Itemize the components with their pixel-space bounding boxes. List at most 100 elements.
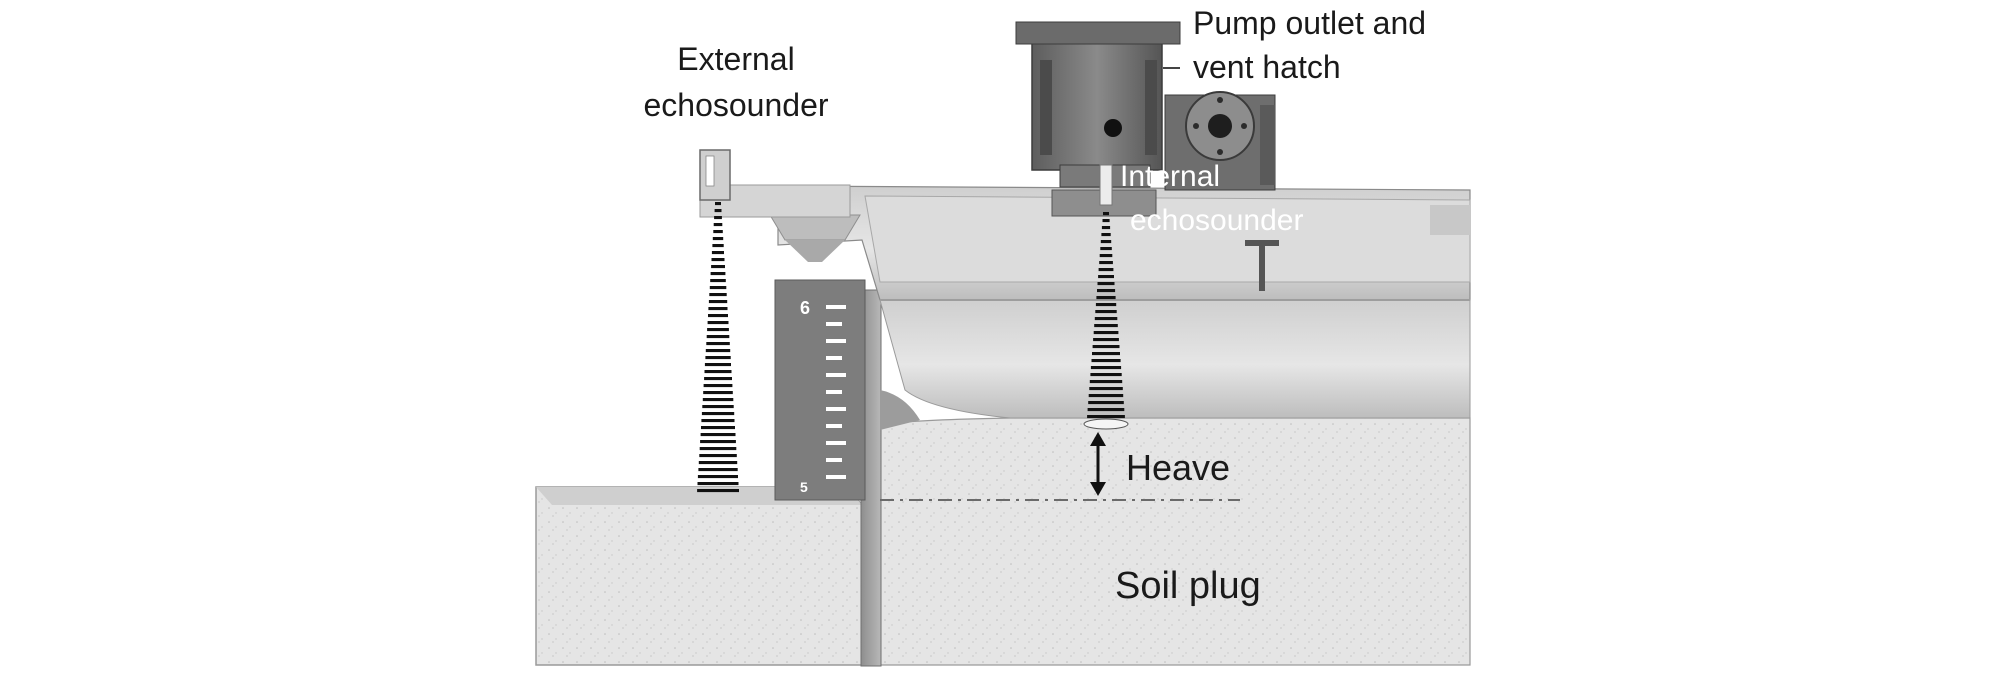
beam-stripe: [699, 454, 737, 458]
beam-stripe: [698, 461, 738, 465]
beam-stripe: [704, 370, 732, 374]
beam-stripe: [700, 440, 736, 444]
soil-plug-label: Soil plug: [1115, 565, 1261, 607]
beam-stripe: [704, 363, 731, 367]
beam-stripe: [705, 349, 731, 353]
beam-stripe: [1099, 261, 1113, 265]
pump-outlet-label-line1: Pump outlet and: [1193, 5, 1426, 41]
beam-stripe: [714, 216, 722, 220]
caisson-lid: [699, 184, 1471, 419]
gauge-tick: [826, 424, 842, 428]
gauge-tick: [826, 441, 846, 445]
gauge-tick: [826, 356, 842, 360]
beam-stripe: [1087, 415, 1125, 419]
beam-stripe: [697, 489, 739, 493]
beam-stripe: [708, 307, 728, 311]
external-echosounder-label-line1: External: [677, 41, 794, 77]
beam-stripe: [702, 405, 734, 409]
beam-stripe: [701, 412, 735, 416]
beam-stripe: [1091, 359, 1121, 363]
beam-stripe: [699, 447, 737, 451]
beam-stripe: [712, 237, 724, 241]
gauge-number-bottom: 5: [800, 479, 808, 495]
internal-echosounder-label-line2: echosounder: [1130, 204, 1303, 237]
beam-stripe: [713, 230, 723, 234]
beam-stripe: [1093, 338, 1119, 342]
beam-stripe: [1100, 247, 1112, 251]
beam-stripe: [710, 279, 726, 283]
beam-stripe: [1090, 373, 1122, 377]
beam-stripe: [713, 223, 723, 227]
external-echosounder-label-line2: echosounder: [643, 87, 828, 123]
beam-stripe: [697, 475, 738, 479]
beam-stripe: [706, 342, 730, 346]
beam-stripe: [1090, 366, 1122, 370]
beam-stripe: [702, 398, 734, 402]
beam-stripe: [1096, 296, 1116, 300]
beam-stripe: [715, 202, 721, 206]
beam-stripe: [1094, 317, 1118, 321]
gauge-number-top: 6: [800, 298, 810, 318]
internal-echosounder: [1083, 164, 1129, 430]
beam-stripe: [711, 265, 725, 269]
beam-stripe: [706, 335, 730, 339]
gauge-tick: [826, 407, 846, 411]
beam-stripe: [1095, 310, 1117, 314]
beam-stripe: [707, 321, 729, 325]
beam-stripe: [1103, 212, 1109, 216]
beam-stripe: [1102, 219, 1110, 223]
pump-assembly: [1015, 21, 1276, 217]
beam-stripe: [698, 468, 738, 472]
beam-stripe: [1087, 408, 1125, 412]
outside-soil-block: [535, 486, 863, 666]
external-echosounder: [697, 149, 739, 493]
beam-stripe: [1093, 331, 1119, 335]
external-echosounder-beam: [697, 202, 739, 493]
beam-stripe: [701, 419, 735, 423]
beam-stripe: [1088, 394, 1124, 398]
beam-stripe: [701, 426, 735, 430]
beam-stripe: [709, 293, 727, 297]
beam-stripe: [1097, 289, 1116, 293]
beam-stripe: [714, 209, 722, 213]
beam-stripe: [1092, 352, 1120, 356]
beam-stripe: [1094, 324, 1118, 328]
pump-outlet-label-line2: vent hatch: [1193, 49, 1341, 85]
beam-stripe: [711, 258, 725, 262]
beam-stripe: [1100, 240, 1112, 244]
gauge-tick: [826, 458, 842, 462]
beam-stripe: [708, 314, 728, 318]
beam-stripe: [1098, 268, 1114, 272]
heave-arrow: [1090, 432, 1106, 496]
beam-stripe: [711, 251, 724, 255]
beam-stripe: [705, 356, 731, 360]
beam-stripe: [703, 384, 733, 388]
beam-stripe: [700, 433, 736, 437]
beam-stripe: [1101, 233, 1111, 237]
beam-stripe: [1098, 275, 1114, 279]
beam-stripe: [708, 300, 728, 304]
penetration-gauge: 6 5: [800, 298, 846, 495]
gauge-tick: [826, 373, 846, 377]
internal-echosounder-label-line1: Internal: [1120, 160, 1220, 193]
gauge-tick: [826, 305, 846, 309]
gauge-tick: [826, 339, 846, 343]
gauge-tick: [826, 390, 842, 394]
beam-stripe: [1095, 303, 1117, 307]
heave-label: Heave: [1126, 447, 1230, 488]
beam-stripe: [1088, 401, 1124, 405]
caisson-skirt-wall: [774, 279, 920, 667]
internal-echosounder-beam: [1087, 212, 1125, 419]
beam-stripe: [1101, 226, 1111, 230]
beam-stripe: [709, 286, 727, 290]
beam-stripe: [1099, 254, 1113, 258]
beam-stripe: [704, 377, 732, 381]
gauge-tick: [826, 475, 846, 479]
beam-stripe: [1089, 380, 1123, 384]
beam-stripe: [710, 272, 726, 276]
beam-stripe: [697, 482, 739, 486]
beam-stripe: [1089, 387, 1123, 391]
beam-stripe: [703, 391, 733, 395]
